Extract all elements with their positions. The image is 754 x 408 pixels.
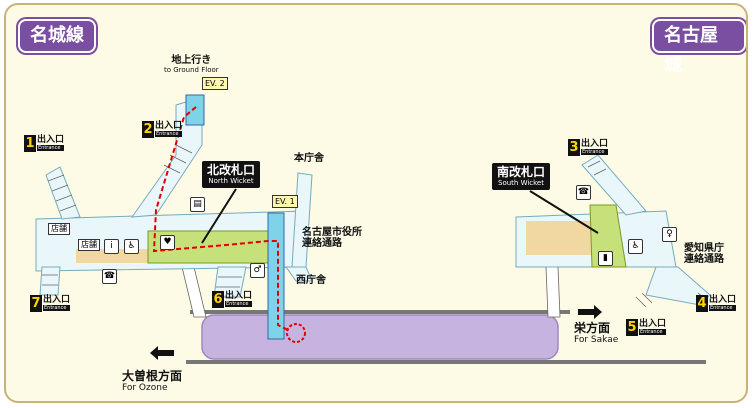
elevator-1-platform-marker	[286, 323, 306, 343]
accessible-icon-south: ♿	[628, 239, 643, 254]
city-hall-passage-label: 名古屋市役所 連絡通路	[302, 227, 362, 249]
toilet-icon: ♂	[250, 263, 265, 278]
line-tag: 名城線	[18, 19, 96, 53]
elevator-2-shaft	[185, 94, 205, 126]
track-lower	[186, 360, 706, 364]
south-wicket-pointer	[529, 190, 599, 234]
map-frame: 名城線 名古屋城 地上行き to Ground Floor EV. 2 EV. …	[4, 3, 748, 403]
corridor-exit-1	[45, 166, 81, 220]
phone-icon-south: ☎	[576, 185, 591, 200]
platform	[201, 314, 559, 360]
heart-seat-icon: ♥	[160, 235, 175, 250]
phone-icon: ☎	[102, 269, 117, 284]
elevator-1-sign: EV. 1	[272, 195, 298, 208]
station-office-icon: ▮	[598, 251, 613, 266]
accessible-icon: ♿	[124, 239, 139, 254]
corridor-exit-3	[581, 154, 647, 216]
main-office-label: 本庁舎	[294, 153, 324, 164]
info-icon: i	[104, 239, 119, 254]
store-label-2: 店舗	[78, 239, 100, 251]
north-wicket-callout: 北改札口 North Wicket	[202, 161, 261, 188]
toilet-icon-south: ♀	[662, 227, 677, 242]
corridor-exit-6	[213, 266, 247, 298]
corridor-west-office	[285, 266, 313, 282]
direction-sakae: 栄方面 For Sakae	[574, 321, 619, 345]
ticket-machine-icon: ▤	[190, 197, 205, 212]
to-ground-label: 地上行き to Ground Floor	[164, 55, 219, 74]
arrow-ozone	[150, 346, 174, 360]
accessible-route	[152, 106, 291, 332]
south-wicket-callout: 南改札口 South Wicket	[492, 163, 551, 190]
south-shop-area	[526, 221, 592, 255]
north-wicket-pointer	[201, 188, 237, 244]
station-tag: 名古屋城	[652, 19, 746, 76]
track-upper	[190, 310, 570, 314]
west-office-label: 西庁舎	[296, 275, 326, 286]
corridor-exit-7	[39, 266, 61, 296]
store-label-1: 店舗	[48, 223, 70, 235]
station-map	[35, 94, 711, 364]
north-stairs	[42, 144, 242, 288]
elevator-2-sign: EV. 2	[202, 77, 228, 90]
direction-ozone: 大曽根方面 For Ozone	[122, 369, 183, 393]
arrow-sakae	[578, 305, 602, 319]
pref-office-passage-label: 愛知県庁 連絡通路	[684, 243, 724, 265]
elevator-1-shaft	[267, 212, 285, 340]
corridor-main-office	[291, 172, 313, 268]
